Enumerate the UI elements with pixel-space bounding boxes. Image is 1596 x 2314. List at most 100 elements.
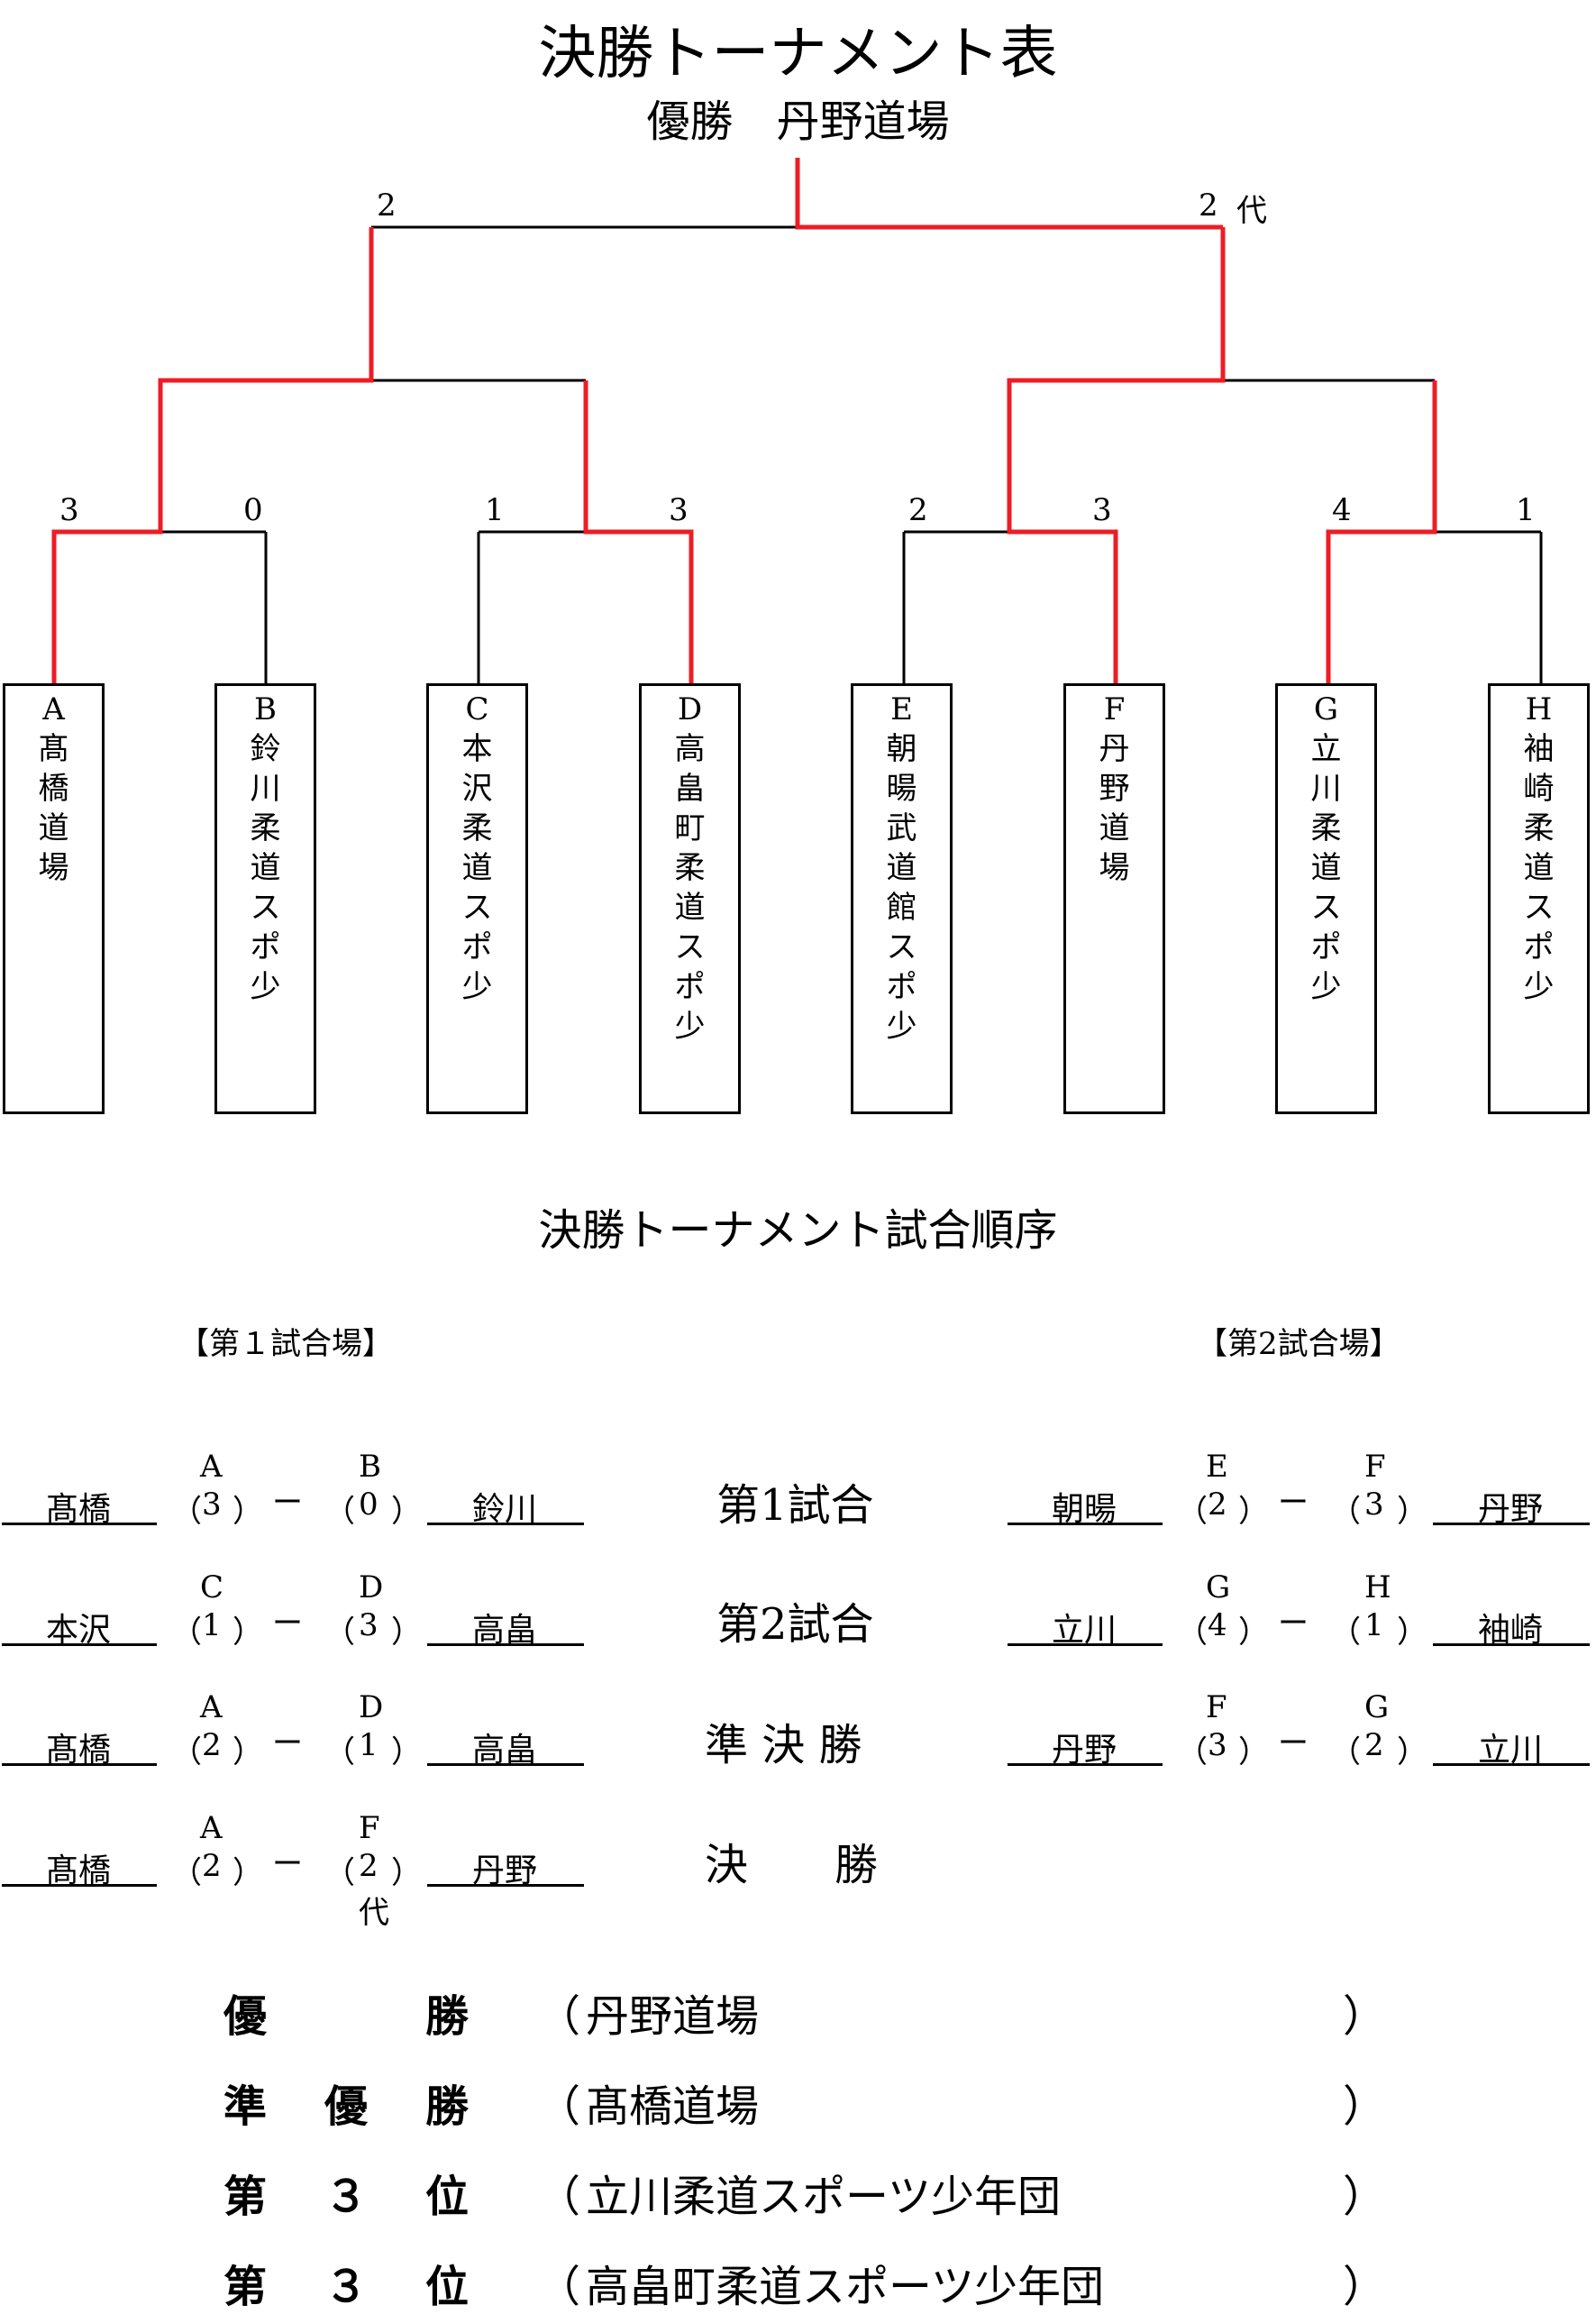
venue2-match-2-dash: ー: [1278, 1605, 1309, 1642]
venue2-match-3-right-underline: [1433, 1763, 1590, 1766]
venue2-match-3-rparen-1: ）: [1238, 1734, 1269, 1770]
bracket-win-a: [51, 227, 374, 683]
venue1-match-3-left-letter: A: [200, 1689, 223, 1725]
result-4-label-char-2: ３: [324, 2262, 369, 2312]
venue1-title: 【第１試合場】: [178, 1326, 393, 1362]
team-letter: H: [1525, 691, 1553, 727]
venue2-match-3-left-letter: F: [1206, 1689, 1227, 1725]
venue1-match-4-right-letter: F: [359, 1810, 380, 1846]
venue2-match-1-lparen-2: （: [1330, 1494, 1361, 1530]
team-letter: E: [890, 691, 913, 727]
venue2-match-3-left-team: 丹野: [1051, 1732, 1117, 1769]
venue2-match-2-right-team: 袖崎: [1477, 1612, 1543, 1649]
round1-score-c: 1: [485, 492, 505, 528]
team-name-char: ス: [1310, 890, 1342, 926]
team-name-char: ス: [886, 929, 917, 965]
venue2-match-2-right-letter: H: [1364, 1569, 1391, 1605]
venue1-match-3-lparen-1: （: [171, 1734, 202, 1770]
round-name-4: 決 勝: [705, 1840, 879, 1890]
venue1-match-2-right-letter: D: [359, 1569, 384, 1605]
venue1-match-1-lparen-2: （: [324, 1494, 355, 1530]
venue1-match-3-right-underline: [427, 1763, 584, 1766]
result-3-label-char-2: ３: [324, 2172, 369, 2222]
team-name-char: 道: [38, 810, 69, 846]
venue1-match-2-right-score: 3: [359, 1607, 378, 1643]
team-name-char: 柔: [1310, 810, 1342, 846]
result-4-rparen: ）: [1343, 2262, 1387, 2312]
final-score-left: 2: [377, 187, 397, 224]
venue2-match-1-lparen-1: （: [1177, 1494, 1208, 1530]
round-name-3: 準 決 勝: [705, 1720, 862, 1770]
bracket-win-g: [1326, 380, 1437, 683]
final-score-right: 2: [1199, 187, 1218, 224]
venue1-match-1-left-letter: A: [200, 1449, 223, 1485]
team-name-char: 柔: [1523, 810, 1555, 846]
bracket-win-champion: [795, 158, 1223, 230]
venue2-match-1-left-letter: E: [1206, 1449, 1228, 1485]
venue2-match-1-right-underline: [1433, 1523, 1590, 1525]
team-letter: D: [677, 691, 703, 727]
venue1-match-3-rparen-2: ）: [391, 1734, 422, 1770]
round1-score-e: 2: [908, 492, 928, 528]
team-name-char: 少: [1523, 969, 1555, 1005]
team-name-char: 本: [461, 731, 493, 767]
venue2-match-2-lparen-1: （: [1177, 1614, 1208, 1651]
venue1-match-2-left-score: 1: [202, 1607, 222, 1643]
team-name-char: 館: [886, 890, 917, 926]
bracket-lines: [51, 158, 1543, 683]
result-3-lparen: （: [537, 2172, 581, 2222]
round1-score-f: 3: [1092, 492, 1112, 528]
venue1-match-2-right-team: 高畠: [471, 1612, 537, 1649]
team-name-char: 少: [1310, 969, 1342, 1005]
team-name-char: 野: [1099, 771, 1130, 807]
venue2-match-1-left-score: 2: [1208, 1486, 1227, 1523]
venue1-match-2-left-team: 本沢: [45, 1612, 111, 1649]
team-name-char: 立: [1310, 731, 1342, 767]
team-name-char: ポ: [886, 969, 917, 1005]
venue1-match-1-left-underline: [2, 1523, 157, 1525]
team-name-char: 町: [674, 810, 706, 846]
team-name-char: ポ: [250, 929, 281, 965]
team-name-char: 丹: [1099, 731, 1130, 767]
team-name-char: 崎: [1523, 771, 1555, 807]
team-name-char: 道: [250, 850, 281, 886]
team-name-char: 柔: [461, 810, 493, 846]
team-name-char: ス: [1523, 890, 1555, 926]
team-letter: F: [1103, 691, 1126, 727]
venue2-match-3-lparen-2: （: [1330, 1734, 1361, 1770]
page-title: 決勝トーナメント表: [538, 21, 1058, 87]
venue1-match-4-lparen-1: （: [171, 1855, 202, 1891]
final-score-note: 代: [1236, 193, 1267, 229]
venue1-match-1-rparen-1: ）: [233, 1494, 263, 1530]
venue1-match-2-left-underline: [2, 1643, 157, 1646]
venue2-match-3-right-letter: G: [1364, 1689, 1390, 1725]
team-name-char: 道: [461, 850, 493, 886]
round1-score-a: 3: [59, 492, 79, 528]
result-3-label-char-3: 位: [425, 2172, 470, 2222]
venue2-match-2-left-underline: [1008, 1643, 1163, 1646]
venue1-match-1-right-letter: B: [359, 1449, 381, 1485]
team-name-char: ス: [674, 929, 706, 965]
venue1-match-4-rparen-2: ）: [391, 1855, 422, 1891]
champion-line: 優勝 丹野道場: [646, 96, 950, 147]
order-title: 決勝トーナメント試合順序: [538, 1205, 1058, 1256]
result-2-value: 髙橋道場: [586, 2081, 760, 2132]
venue1-match-3-right-score: 1: [359, 1727, 378, 1763]
team-letter: A: [42, 691, 65, 727]
team-name-char: 少: [674, 1009, 706, 1045]
venue1-match-4-right-underline: [427, 1884, 584, 1887]
venue1-match-3-dash: ー: [272, 1725, 303, 1761]
team-name-char: ス: [250, 890, 281, 926]
result-1-lparen: （: [537, 1991, 581, 2042]
round1-score-g: 4: [1332, 492, 1352, 528]
team-name-char: 少: [886, 1009, 917, 1045]
